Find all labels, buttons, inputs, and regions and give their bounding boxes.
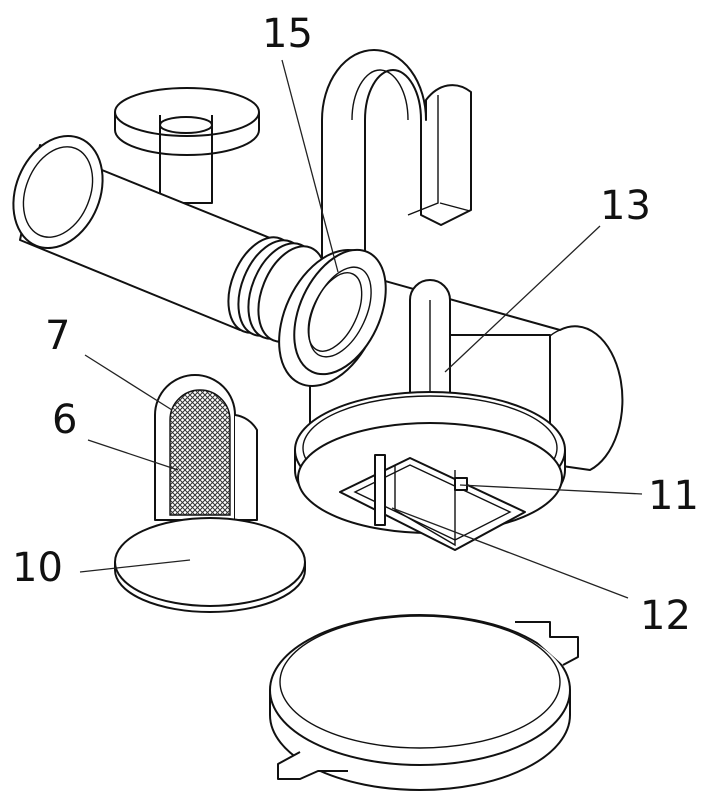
label-10: 10 — [12, 545, 63, 591]
hook — [321, 49, 472, 301]
bottom-cap — [269, 614, 579, 791]
label-12: 12 — [640, 593, 691, 639]
leader-lines — [79, 59, 643, 599]
label-7: 7 — [45, 313, 71, 359]
label-6: 6 — [52, 397, 78, 443]
label-11: 11 — [648, 473, 699, 519]
threaded-collar — [278, 248, 387, 387]
label-13: 13 — [600, 183, 651, 229]
disk-10 — [114, 517, 306, 613]
filter-screen — [154, 374, 258, 521]
label-15: 15 — [262, 11, 313, 57]
base-disk — [294, 391, 566, 551]
top-knob — [114, 87, 260, 204]
